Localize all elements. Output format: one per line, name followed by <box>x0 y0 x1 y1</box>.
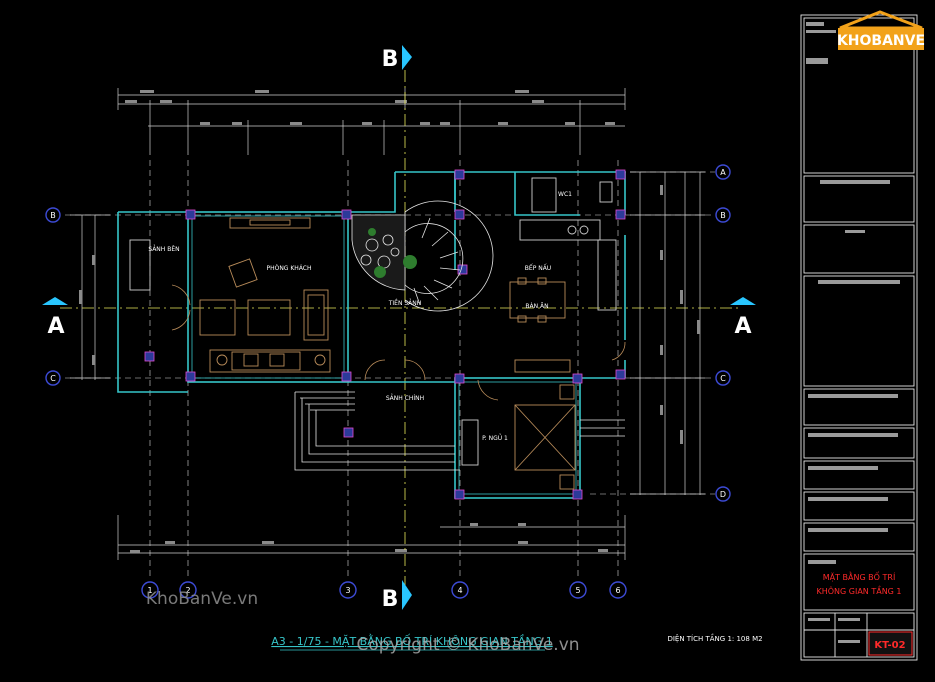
room-label-ban-an: BÀN ĂN <box>525 303 548 310</box>
kitchen-furniture <box>509 177 617 373</box>
drawing-title: A3 - 1/75 - MẶT BẰNG BỐ TRÍ KHÔNG GIAN T… <box>271 634 552 648</box>
sheet-title-line-1: MẶT BẰNG BỐ TRÍ <box>823 570 896 583</box>
col-bubbles <box>141 581 627 599</box>
col-5: 5 <box>575 586 580 595</box>
room-label-sanh-ben: SẢNH BÊN <box>148 245 179 253</box>
area-note: DIỆN TÍCH TẦNG 1: 108 M2 <box>667 633 762 643</box>
bottom-dimensions <box>117 515 626 560</box>
top-dimensions <box>117 88 626 155</box>
room-label-sanh-chinh: SẢNH CHÍNH <box>386 394 424 402</box>
col-1: 1 <box>147 586 152 595</box>
row-a-right: A <box>720 168 726 177</box>
title-block <box>800 14 918 661</box>
doors <box>171 284 626 401</box>
col-4: 4 <box>457 586 462 595</box>
section-b-bottom-label: B <box>382 587 399 612</box>
entrance-steps <box>294 391 625 471</box>
spiral-staircase <box>404 200 494 312</box>
row-bubbles <box>45 164 731 502</box>
room-label-phong-khach: PHÒNG KHÁCH <box>266 265 311 272</box>
title-block-text-bars <box>806 22 900 643</box>
col-3: 3 <box>345 586 350 595</box>
col-2: 2 <box>185 586 190 595</box>
room-label-wc: WC1 <box>558 191 572 198</box>
room-label-bep-nau: BẾP NẤU <box>525 264 551 272</box>
row-c-left: C <box>50 374 56 383</box>
section-a-left-label: A <box>47 314 64 339</box>
sheet-number-box <box>868 631 913 656</box>
watermark-copyright: Copyright © KhoBanVe.vn <box>356 635 579 655</box>
row-c-right: C <box>720 374 726 383</box>
col-6: 6 <box>615 586 620 595</box>
living-furniture <box>129 217 331 373</box>
row-b-left: B <box>50 211 56 220</box>
garden-planter <box>351 214 417 291</box>
section-b-top-label: B <box>382 47 399 72</box>
row-d-right: D <box>720 490 726 499</box>
logo-text: KHOBANVE <box>837 33 925 49</box>
section-lines <box>60 70 740 590</box>
top-dimension-ticks <box>125 90 615 125</box>
row-b-right: B <box>720 211 726 220</box>
bedroom-furniture <box>461 384 576 490</box>
watermark-site: KhoBanVe.vn <box>146 589 258 609</box>
sheet-title-line-2: KHÔNG GIAN TẦNG 1 <box>816 584 901 596</box>
section-markers <box>42 45 756 610</box>
room-label-p-ngu: P. NGỦ 1 <box>482 434 508 442</box>
section-a-right-label: A <box>734 314 751 339</box>
sheet-number: KT-02 <box>874 640 905 651</box>
columns <box>144 169 626 500</box>
room-label-tien-sanh: TIỀN SẢNH <box>388 299 422 307</box>
logo <box>838 10 924 50</box>
